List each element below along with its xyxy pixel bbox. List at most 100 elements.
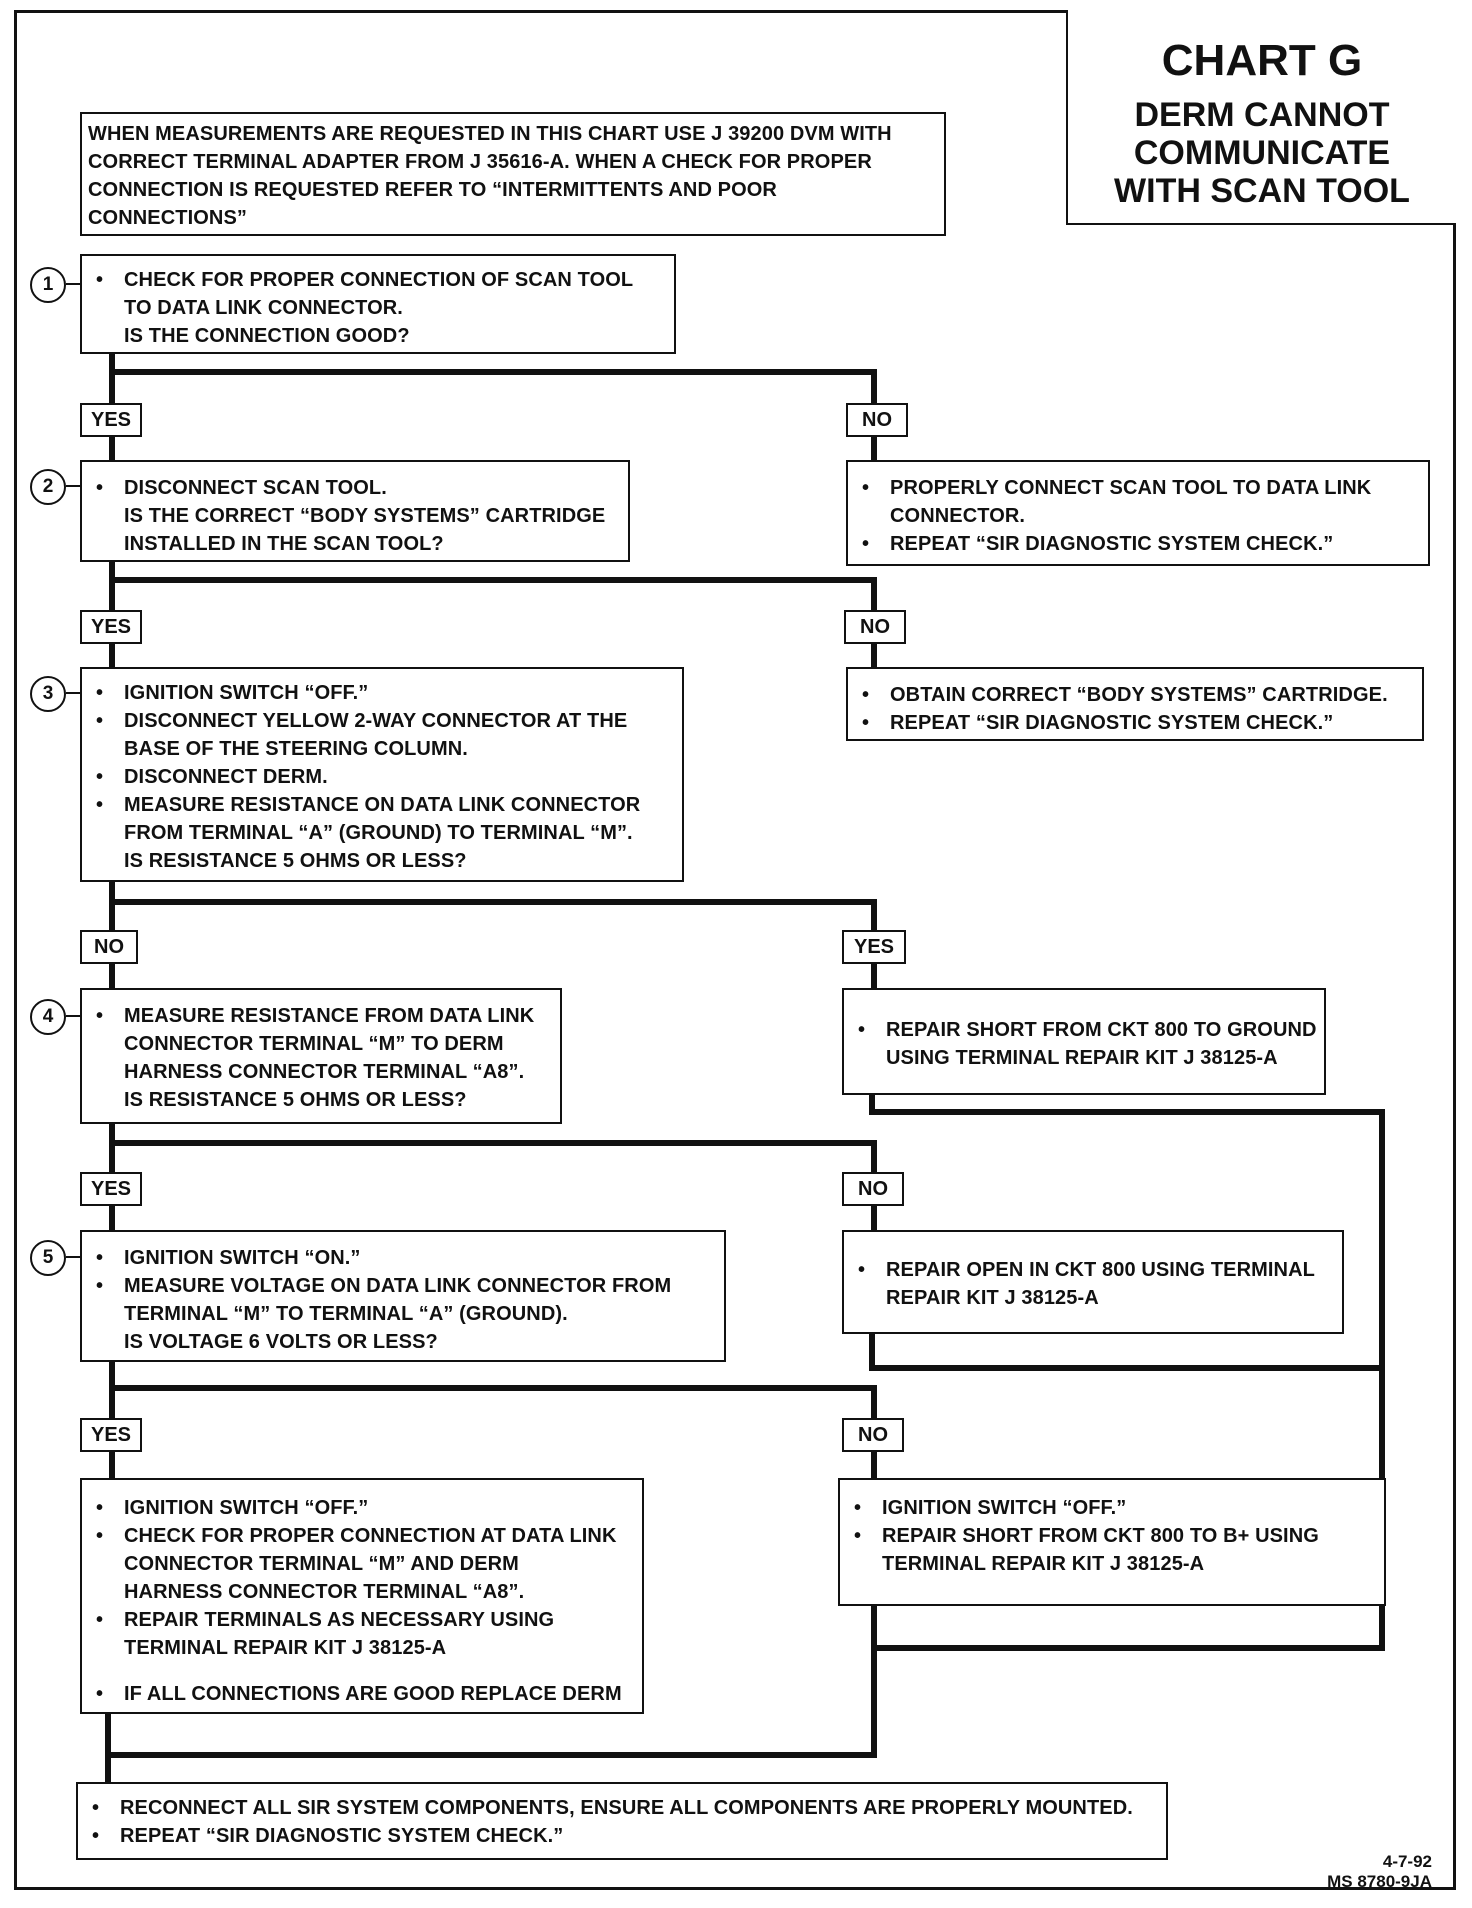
step-5-box: •IGNITION SWITCH “ON.”•MEASURE VOLTAGE O… [80,1230,726,1362]
step-line [88,1662,636,1680]
action-4-box: •REPAIR OPEN IN CKT 800 USING TERMINAL RE… [842,1230,1344,1334]
step-line: FROM TERMINAL “A” (GROUND) TO TERMINAL “… [88,819,676,847]
line-text: REPAIR SHORT FROM CKT 800 TO GROUND [886,1019,1317,1041]
label-1-yes: YES [80,403,142,437]
line-text: IS VOLTAGE 6 VOLTS OR LESS? [124,1331,438,1353]
label-3-no: NO [80,930,138,964]
step-number-4: 4 [30,999,66,1035]
label-2-yes: YES [80,610,142,644]
action-1-box: • PROPERLY CONNECT SCAN TOOL TO DATA LINK… [846,460,1430,566]
step-line: • IGNITION SWITCH “OFF.” [88,1494,636,1522]
subtitle-line-1: DERM CANNOT [1134,96,1390,134]
bullet-icon: • [92,1797,100,1819]
bullet-icon: • [96,1497,104,1519]
bullet-icon: • [862,712,870,734]
label-5-no: NO [842,1418,904,1452]
label-4-no: NO [842,1172,904,1206]
action-5-box: • IGNITION SWITCH “OFF.” •REPAIR SHORT FRO… [838,1478,1386,1606]
step-tick-4 [66,1015,80,1017]
bullet-icon: • [96,710,104,732]
line-text: CONNECTOR TERMINAL “M” TO DERM [124,1033,504,1055]
chart-subtitle: DERM CANNOT COMMUNICATE WITH SCAN TOOL [1068,96,1456,210]
step-line: •MEASURE VOLTAGE ON DATA LINK CONNECTOR … [88,1272,718,1300]
chart-title-box: CHART G DERM CANNOT COMMUNICATE WITH SCA… [1066,10,1456,225]
step-line: TERMINAL REPAIR KIT J 38125-A [88,1634,636,1662]
step-tick-2 [66,485,80,487]
step-line: IS RESISTANCE 5 OHMS OR LESS? [88,847,676,875]
step-number-3: 3 [30,676,66,712]
line-text: TERMINAL REPAIR KIT J 38125-A [124,1637,447,1659]
bullet-icon: • [96,269,104,291]
line-text: CONNECTOR. [890,505,1026,527]
step-line: •REPEAT “SIR DIAGNOSTIC SYSTEM CHECK.” [854,709,1416,737]
line-text: REPAIR SHORT FROM CKT 800 TO B+ USING [882,1525,1319,1547]
line-text: REPEAT “SIR DIAGNOSTIC SYSTEM CHECK.” [120,1825,564,1847]
bullet-icon: • [96,1683,104,1705]
step-line: TERMINAL “M” TO TERMINAL “A” (GROUND). [88,1300,718,1328]
step-line: REPAIR KIT J 38125-A [850,1284,1336,1312]
line-text: IGNITION SWITCH “OFF.” [124,682,369,704]
step-number-1: 1 [30,267,66,303]
intro-line-3: CONNECTION IS REQUESTED REFER TO “INTERM… [88,179,777,201]
bullet-icon: • [862,684,870,706]
line-text: RECONNECT ALL SIR SYSTEM COMPONENTS, ENS… [120,1797,1133,1819]
step-line: •REPAIR OPEN IN CKT 800 USING TERMINAL [850,1256,1336,1284]
bullet-icon: • [96,477,104,499]
intro-line-4: CONNECTIONS” [88,207,247,229]
line-text: MEASURE RESISTANCE FROM DATA LINK [124,1005,535,1027]
bullet-icon: • [854,1497,862,1519]
step-line: • IGNITION SWITCH “OFF.” [88,679,676,707]
footer-date: 4-7-92 [1382,1852,1432,1871]
line-text: REPAIR KIT J 38125-A [886,1287,1099,1309]
return-a4 [869,1331,1385,1371]
step-line: USING TERMINAL REPAIR KIT J 38125-A [850,1044,1318,1072]
step-number-5: 5 [30,1240,66,1276]
step-line: • PROPERLY CONNECT SCAN TOOL TO DATA LINK [854,474,1422,502]
line-text: TO DATA LINK CONNECTOR. [124,297,403,319]
line-text: REPAIR TERMINALS AS NECESSARY USING [124,1609,555,1631]
bullet-icon: • [96,794,104,816]
step-line: •REPAIR SHORT FROM CKT 800 TO GROUND [850,1016,1318,1044]
label-1-no: NO [846,403,908,437]
step-line: CONNECTOR. [854,502,1422,530]
bullet-icon: • [96,1275,104,1297]
step-line: •REPEAT “SIR DIAGNOSTIC SYSTEM CHECK.” [84,1822,1160,1850]
line-text: BASE OF THE STEERING COLUMN. [124,738,468,760]
bullet-icon: • [96,682,104,704]
step-line: • DISCONNECT YELLOW 2-WAY CONNECTOR AT TH… [88,707,676,735]
connector-5-bar [109,1385,877,1421]
bullet-icon: • [862,477,870,499]
bullet-icon: • [96,766,104,788]
step-line: •REPAIR SHORT FROM CKT 800 TO B+ USING [846,1522,1378,1550]
line-text: IGNITION SWITCH “OFF.” [882,1497,1127,1519]
connector-4-bar [109,1140,877,1175]
step-line: CONNECTOR TERMINAL “M” TO DERM [88,1030,554,1058]
connector-2-bar [109,577,877,613]
line-text: IS RESISTANCE 5 OHMS OR LESS? [124,850,467,872]
subtitle-line-3: WITH SCAN TOOL [1114,172,1410,210]
bullet-icon: • [96,1525,104,1547]
line-text: MEASURE RESISTANCE ON DATA LINK CONNECTO… [124,794,641,816]
step-line: •CHECK FOR PROPER CONNECTION OF SCAN TOO… [88,266,668,294]
bullet-icon: • [96,1247,104,1269]
line-text: FROM TERMINAL “A” (GROUND) TO TERMINAL “… [124,822,633,844]
bullet-icon: • [96,1609,104,1631]
step-number-2: 2 [30,469,66,505]
bullet-icon: • [862,533,870,555]
step-tick-3 [66,692,80,694]
step-line: •DISCONNECT SCAN TOOL. [88,474,622,502]
intro-note: WHEN MEASUREMENTS ARE REQUESTED IN THIS … [80,112,946,236]
step-line: •IGNITION SWITCH “ON.” [88,1244,718,1272]
label-2-no: NO [844,610,906,644]
line-text: IGNITION SWITCH “OFF.” [124,1497,369,1519]
line-text: DISCONNECT YELLOW 2-WAY CONNECTOR AT THE [124,710,628,732]
line-text: IF ALL CONNECTIONS ARE GOOD REPLACE DERM [124,1683,622,1705]
line-text: PROPERLY CONNECT SCAN TOOL TO DATA LINK [890,477,1372,499]
step-line: • IF ALL CONNECTIONS ARE GOOD REPLACE DER… [88,1680,636,1708]
bullet-icon: • [858,1259,866,1281]
step-line: •DISCONNECT DERM. [88,763,676,791]
step-line: IS VOLTAGE 6 VOLTS OR LESS? [88,1328,718,1356]
